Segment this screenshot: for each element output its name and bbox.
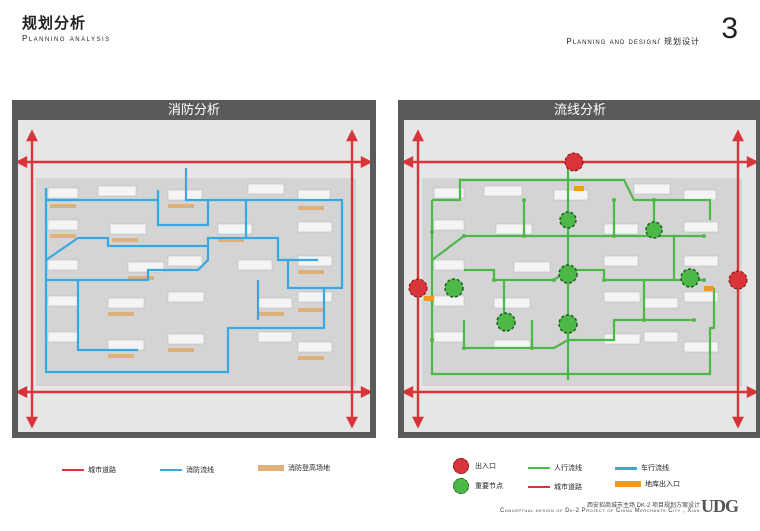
legend-city-road-right: 城市道路 <box>528 482 582 492</box>
circulation-analysis-panel: 流线分析 <box>398 100 760 438</box>
fire-analysis-title: 消防分析 <box>167 102 220 117</box>
legend-key-node-label: 重要节点 <box>475 483 503 490</box>
fire-analysis-panel: 消防分析 <box>12 100 376 438</box>
page-subtitle: Planning analysis <box>22 34 111 43</box>
legend-fire-route-label: 消防流线 <box>186 467 214 474</box>
legend-city-road-right-label: 城市道路 <box>554 484 582 491</box>
legend-fire-route: 消防流线 <box>160 465 214 475</box>
circulation-analysis-title: 流线分析 <box>553 102 606 117</box>
fire-platform-swatch <box>258 465 284 471</box>
page-number: 3 <box>721 12 738 45</box>
page-title: 规划分析 <box>22 15 87 32</box>
legend-city-road: 城市道路 <box>62 465 116 475</box>
legend-garage-entrance: 地库出入口 <box>615 479 680 489</box>
entrance-icon <box>453 458 469 474</box>
legend-entrance-label: 出入口 <box>475 463 496 470</box>
legend-fire-platform-label: 消防登高场地 <box>288 465 330 472</box>
legend-fire-platform: 消防登高场地 <box>258 463 330 473</box>
legend-garage-entrance-label: 地库出入口 <box>645 481 680 488</box>
footer-project-title: 西安招商城市主场 DK-2 项目规划方案设计 <box>586 503 700 509</box>
legend-pedestrian: 人行流线 <box>528 463 582 473</box>
vehicle-swatch <box>615 466 637 470</box>
key-node-icon <box>453 478 469 494</box>
city-road-swatch <box>62 469 84 471</box>
udg-logo: UDG <box>701 496 739 516</box>
garage-entrance-swatch <box>615 481 641 487</box>
city-road-swatch-right <box>528 486 550 488</box>
footer-project-subtitle: Conceptual design of Dk-2 Project of Chi… <box>499 508 700 514</box>
section-heading: Planning and design/ 规划设计 <box>566 37 700 46</box>
legend-vehicle-label: 车行流线 <box>641 465 669 472</box>
fire-analysis-map <box>18 120 370 432</box>
legend-entrance: 出入口 <box>453 458 496 474</box>
circulation-analysis-map <box>404 120 756 432</box>
fire-route-swatch <box>160 469 182 471</box>
legend-city-road-label: 城市道路 <box>88 467 116 474</box>
legend-pedestrian-label: 人行流线 <box>554 465 582 472</box>
legend-vehicle: 车行流线 <box>615 463 669 473</box>
pedestrian-swatch <box>528 467 550 469</box>
legend-key-node: 重要节点 <box>453 478 503 494</box>
